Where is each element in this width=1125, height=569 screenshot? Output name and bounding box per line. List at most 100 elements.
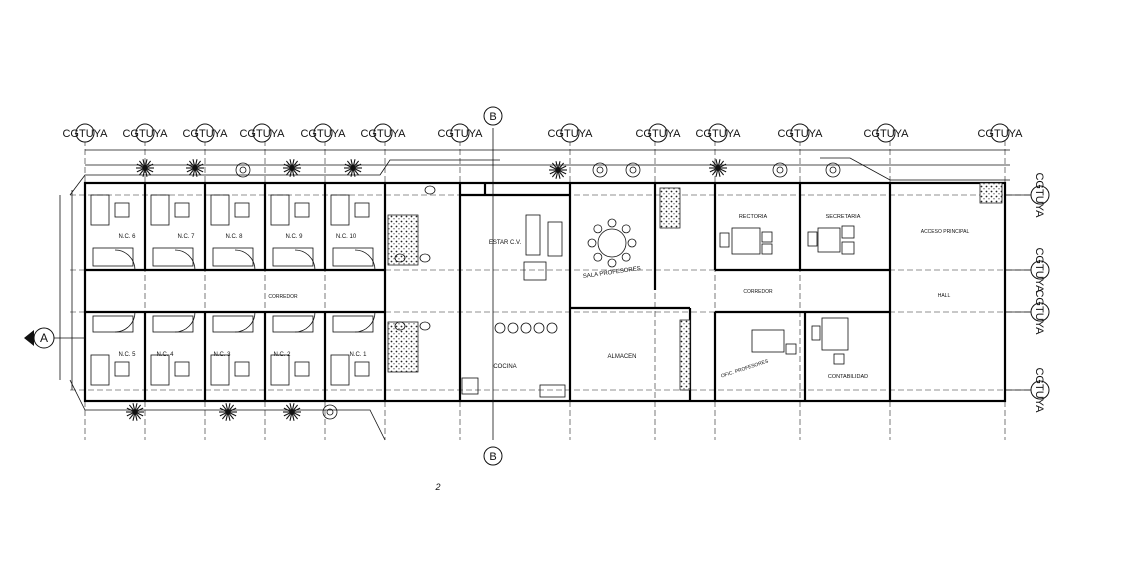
acceso-label: ACCESO PRINCIPAL xyxy=(921,229,970,235)
axis-bubble-label: CGTUYA xyxy=(360,128,406,140)
axis-bubble xyxy=(252,123,272,143)
chair xyxy=(621,252,631,262)
chair xyxy=(234,361,250,377)
bed xyxy=(210,354,230,386)
chair xyxy=(841,241,855,255)
door-swing xyxy=(174,311,196,333)
plant-core xyxy=(133,410,137,414)
chair xyxy=(354,202,370,218)
axis-bubble-label: CGTUYA xyxy=(547,128,593,140)
chair xyxy=(174,361,190,377)
sink-counter xyxy=(539,384,566,398)
plant-core xyxy=(290,410,294,414)
stool xyxy=(546,322,558,334)
desk xyxy=(272,247,314,267)
toilet xyxy=(424,185,436,195)
chair xyxy=(587,238,597,248)
axis-bubble xyxy=(790,123,810,143)
axis-B-top-label: B xyxy=(489,111,496,123)
axis-bubble-label: CGTUYA xyxy=(1033,289,1045,335)
toilet xyxy=(394,321,406,331)
axis-bubble xyxy=(990,123,1010,143)
hall-label: HALL xyxy=(938,293,951,299)
ofic-label: OFIC. PROFESORES xyxy=(720,358,770,379)
sofa xyxy=(525,214,541,256)
room-nc1: N.C. 1 xyxy=(349,352,367,358)
room-nc10: N.C. 10 xyxy=(336,234,357,240)
axis-bubble xyxy=(1030,380,1050,400)
axis-A-bubble: A xyxy=(24,327,85,349)
axis-bubble xyxy=(876,123,896,143)
rectoria-label: RECTORIA xyxy=(739,214,768,220)
landscape-plants xyxy=(126,159,841,421)
axis-B-top-bubble: B xyxy=(483,106,503,440)
corredor-right-label: CORREDOR xyxy=(743,289,773,295)
stove xyxy=(461,377,479,395)
chair xyxy=(811,325,821,341)
axis-bubble-label: CGTUYA xyxy=(977,128,1023,140)
axis-B-bottom-bubble: B xyxy=(483,446,503,466)
shrub xyxy=(772,162,788,178)
axis-bubble-label: CGTUYA xyxy=(1033,247,1045,293)
axis-bubble-label: CGTUYA xyxy=(635,128,681,140)
shrub xyxy=(235,162,251,178)
room-nc6: N.C. 6 xyxy=(118,234,136,240)
cocina-label: COCINA xyxy=(493,364,516,370)
desk xyxy=(821,317,849,351)
stool xyxy=(533,322,545,334)
building-walls xyxy=(83,181,1007,403)
sofa xyxy=(547,221,563,257)
desk xyxy=(152,315,194,333)
desk xyxy=(92,247,134,267)
almacen-label: ALMACEN xyxy=(607,354,636,360)
room-labels: CORREDOR CORREDOR ESTAR C.V. SALA PROFES… xyxy=(268,214,969,380)
bed xyxy=(270,354,290,386)
toilet xyxy=(419,253,431,263)
desk xyxy=(332,315,374,333)
axis-bubble xyxy=(135,123,155,143)
chair xyxy=(294,361,310,377)
desk xyxy=(212,315,254,333)
chair xyxy=(593,224,603,234)
stool xyxy=(494,322,506,334)
plant-core xyxy=(143,166,147,170)
site-boundary xyxy=(59,157,1010,441)
axis-bubble xyxy=(1030,185,1050,205)
toilet xyxy=(394,253,406,263)
axis-bubble-label: CGTUYA xyxy=(1033,367,1045,413)
chair xyxy=(114,202,130,218)
shrub-inner xyxy=(629,166,637,174)
axis-bubble xyxy=(313,123,333,143)
chair xyxy=(761,231,773,243)
bed xyxy=(330,194,350,226)
shrub-inner xyxy=(326,408,334,416)
door-swing xyxy=(294,311,316,333)
axis-bubble-label: CGTUYA xyxy=(777,128,823,140)
shrub-inner xyxy=(596,166,604,174)
stool xyxy=(507,322,519,334)
axis-A-label: A xyxy=(40,331,48,345)
desk xyxy=(92,315,134,333)
room-nc8: N.C. 8 xyxy=(225,234,243,240)
table xyxy=(523,261,547,281)
furniture xyxy=(394,185,855,398)
chair xyxy=(114,361,130,377)
axis-bubble xyxy=(1030,302,1050,322)
bed xyxy=(150,354,170,386)
bedroom-partitions xyxy=(90,183,376,401)
shrub xyxy=(625,162,641,178)
door-swing xyxy=(354,311,376,333)
shrub-inner xyxy=(776,166,784,174)
contabilidad-label: CONTABILIDAD xyxy=(828,374,868,380)
room-nc3: N.C. 3 xyxy=(213,352,231,358)
round-table xyxy=(597,228,627,258)
sala-label: SALA PROFESORES xyxy=(583,266,642,280)
axis-bubble-label: CGTUYA xyxy=(239,128,285,140)
secretaria-label: SECRETARIA xyxy=(826,214,861,220)
chair xyxy=(607,258,617,268)
desk xyxy=(731,227,761,255)
axis-bubble-label: CGTUYA xyxy=(863,128,909,140)
plant-core xyxy=(351,166,355,170)
